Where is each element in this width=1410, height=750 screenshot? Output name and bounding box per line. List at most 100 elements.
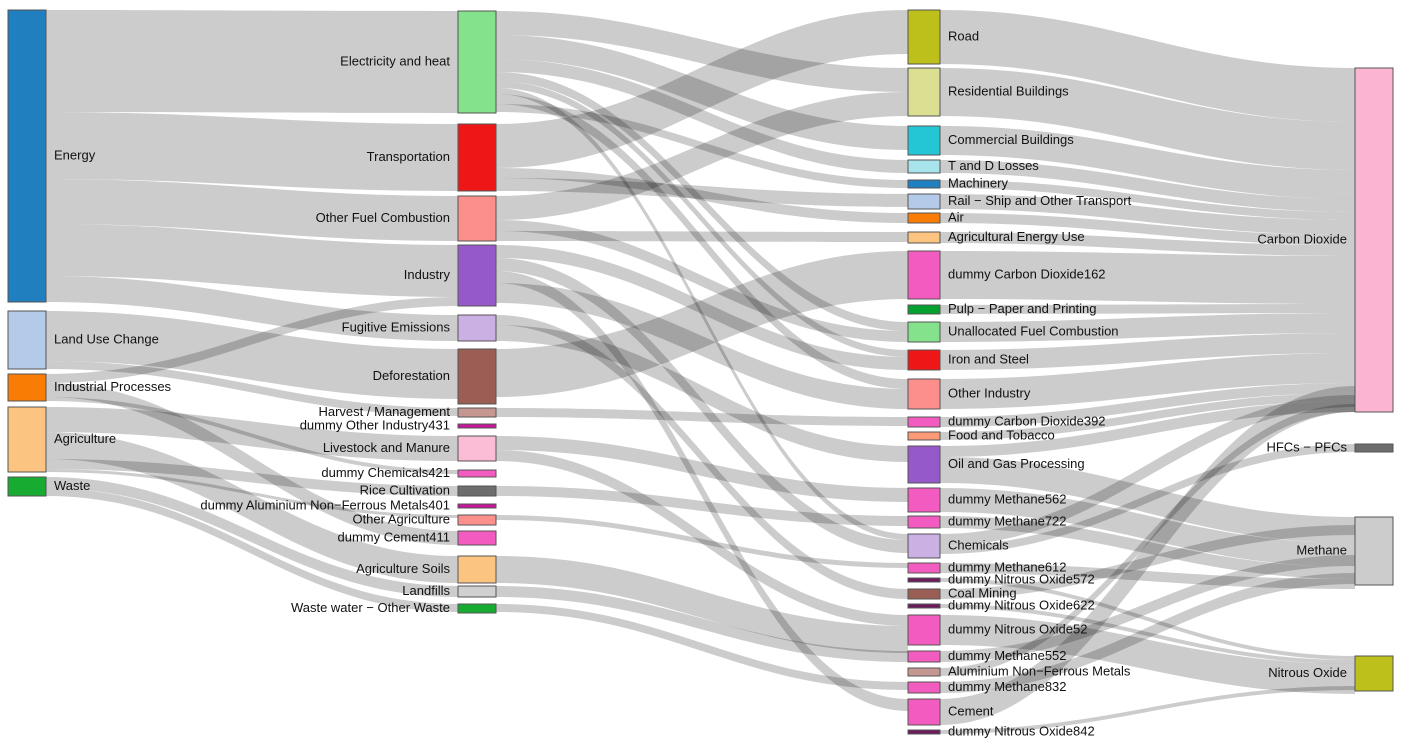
sankey-link[interactable] — [940, 404, 1355, 676]
sankey-node-methane[interactable] — [1354, 516, 1394, 586]
sankey-link[interactable] — [496, 231, 908, 242]
sankey-node-food_and_tobacco[interactable] — [907, 431, 941, 441]
sankey-node-other_fuel_combustion[interactable] — [457, 195, 497, 242]
sankey-node-waste[interactable] — [7, 476, 47, 497]
sankey-node-land_use_change[interactable] — [7, 310, 47, 370]
sankey-node-dummy_methane832[interactable] — [907, 681, 941, 694]
sankey-link[interactable] — [940, 126, 1355, 199]
sankey-link[interactable] — [496, 515, 908, 568]
sankey-link[interactable] — [940, 213, 1355, 245]
sankey-link[interactable] — [46, 488, 458, 612]
sankey-link[interactable] — [940, 383, 1355, 427]
sankey-link[interactable] — [940, 573, 1355, 693]
sankey-link[interactable] — [496, 556, 908, 653]
sankey-link[interactable] — [940, 194, 1355, 235]
sankey-link[interactable] — [940, 180, 1355, 220]
sankey-link[interactable] — [940, 488, 1355, 567]
sankey-link[interactable] — [496, 486, 908, 526]
sankey-link[interactable] — [46, 297, 458, 383]
sankey-node-coal_mining[interactable] — [907, 588, 941, 600]
sankey-link[interactable] — [496, 220, 908, 342]
sankey-link[interactable] — [496, 81, 908, 357]
sankey-link[interactable] — [940, 563, 1355, 589]
sankey-link[interactable] — [496, 11, 908, 92]
sankey-link[interactable] — [46, 10, 458, 113]
sankey-link[interactable] — [496, 10, 908, 168]
sankey-link[interactable] — [940, 333, 1355, 370]
sankey-link[interactable] — [46, 397, 458, 474]
sankey-node-other_agriculture[interactable] — [457, 514, 497, 526]
sankey-link[interactable] — [496, 104, 908, 188]
sankey-link[interactable] — [940, 686, 1355, 734]
sankey-link[interactable] — [496, 245, 908, 370]
sankey-link[interactable] — [940, 313, 1355, 342]
sankey-link[interactable] — [496, 35, 908, 150]
sankey-node-harvest_management[interactable] — [457, 407, 497, 418]
sankey-link[interactable] — [940, 386, 1355, 725]
sankey-link[interactable] — [46, 112, 458, 191]
sankey-link[interactable] — [940, 604, 1355, 664]
sankey-node-t_and_d_losses[interactable] — [907, 159, 941, 174]
sankey-node-carbon_dioxide[interactable] — [1354, 67, 1394, 413]
sankey-link[interactable] — [940, 525, 1355, 599]
sankey-node-transportation[interactable] — [457, 123, 497, 192]
sankey-node-iron_and_steel[interactable] — [907, 349, 941, 371]
sankey-link[interactable] — [496, 92, 908, 220]
sankey-link[interactable] — [940, 615, 1355, 694]
sankey-node-dummy_methane722[interactable] — [907, 515, 941, 529]
sankey-link[interactable] — [496, 586, 908, 662]
sankey-node-nitrous_oxide[interactable] — [1354, 655, 1394, 692]
sankey-link[interactable] — [46, 311, 458, 399]
sankey-link[interactable] — [496, 88, 908, 540]
sankey-link[interactable] — [940, 160, 1355, 212]
sankey-node-agriculture[interactable] — [7, 406, 47, 473]
sankey-link[interactable] — [496, 436, 908, 502]
sankey-node-cement[interactable] — [907, 698, 941, 726]
sankey-node-air[interactable] — [907, 212, 941, 224]
sankey-node-industry[interactable] — [457, 244, 497, 307]
sankey-link[interactable] — [496, 168, 908, 223]
sankey-node-dummy_other_industry431[interactable] — [457, 423, 497, 429]
sankey-link[interactable] — [940, 304, 1355, 314]
sankey-node-deforestation[interactable] — [457, 348, 497, 405]
sankey-link[interactable] — [940, 401, 1355, 457]
sankey-node-pulp_paper_printing[interactable] — [907, 304, 941, 315]
sankey-node-landfills[interactable] — [457, 585, 497, 598]
sankey-link[interactable] — [496, 251, 908, 397]
sankey-node-industrial_processes[interactable] — [7, 373, 47, 402]
sankey-node-dummy_n2o_842[interactable] — [907, 729, 941, 735]
sankey-link[interactable] — [940, 68, 1355, 170]
sankey-link[interactable] — [496, 178, 908, 207]
sankey-node-road[interactable] — [907, 9, 941, 65]
sankey-node-chemicals[interactable] — [907, 533, 941, 559]
sankey-node-dummy_co2_392[interactable] — [907, 416, 941, 428]
sankey-node-fugitive_emissions[interactable] — [457, 314, 497, 342]
sankey-link[interactable] — [940, 10, 1355, 122]
sankey-link[interactable] — [496, 604, 908, 690]
sankey-node-dummy_methane552[interactable] — [907, 650, 941, 663]
sankey-node-other_industry[interactable] — [907, 378, 941, 410]
sankey-node-rail_ship_other_transport[interactable] — [907, 193, 941, 210]
sankey-link[interactable] — [46, 361, 458, 416]
sankey-node-electricity_heat[interactable] — [457, 10, 497, 114]
sankey-link[interactable] — [940, 395, 1355, 546]
sankey-node-residential_buildings[interactable] — [907, 67, 941, 117]
sankey-node-dummy_methane612[interactable] — [907, 562, 941, 574]
sankey-link[interactable] — [496, 283, 908, 409]
sankey-node-agriculture_soils[interactable] — [457, 555, 497, 584]
sankey-link[interactable] — [496, 72, 908, 331]
sankey-node-dummy_chemicals421[interactable] — [457, 469, 497, 478]
sankey-link[interactable] — [940, 578, 1355, 660]
sankey-node-unallocated_fuel_combustion[interactable] — [907, 321, 941, 343]
sankey-link[interactable] — [496, 271, 908, 711]
sankey-node-oil_gas_processing[interactable] — [907, 445, 941, 484]
sankey-link[interactable] — [496, 408, 908, 426]
sankey-node-dummy_methane562[interactable] — [907, 487, 941, 513]
sankey-node-dummy_aluminium401[interactable] — [457, 503, 497, 509]
sankey-node-agricultural_energy_use[interactable] — [907, 231, 941, 244]
sankey-link[interactable] — [46, 179, 458, 241]
sankey-link[interactable] — [940, 353, 1355, 409]
sankey-link[interactable] — [940, 232, 1355, 256]
sankey-link[interactable] — [496, 450, 908, 626]
sankey-link[interactable] — [940, 444, 1355, 554]
